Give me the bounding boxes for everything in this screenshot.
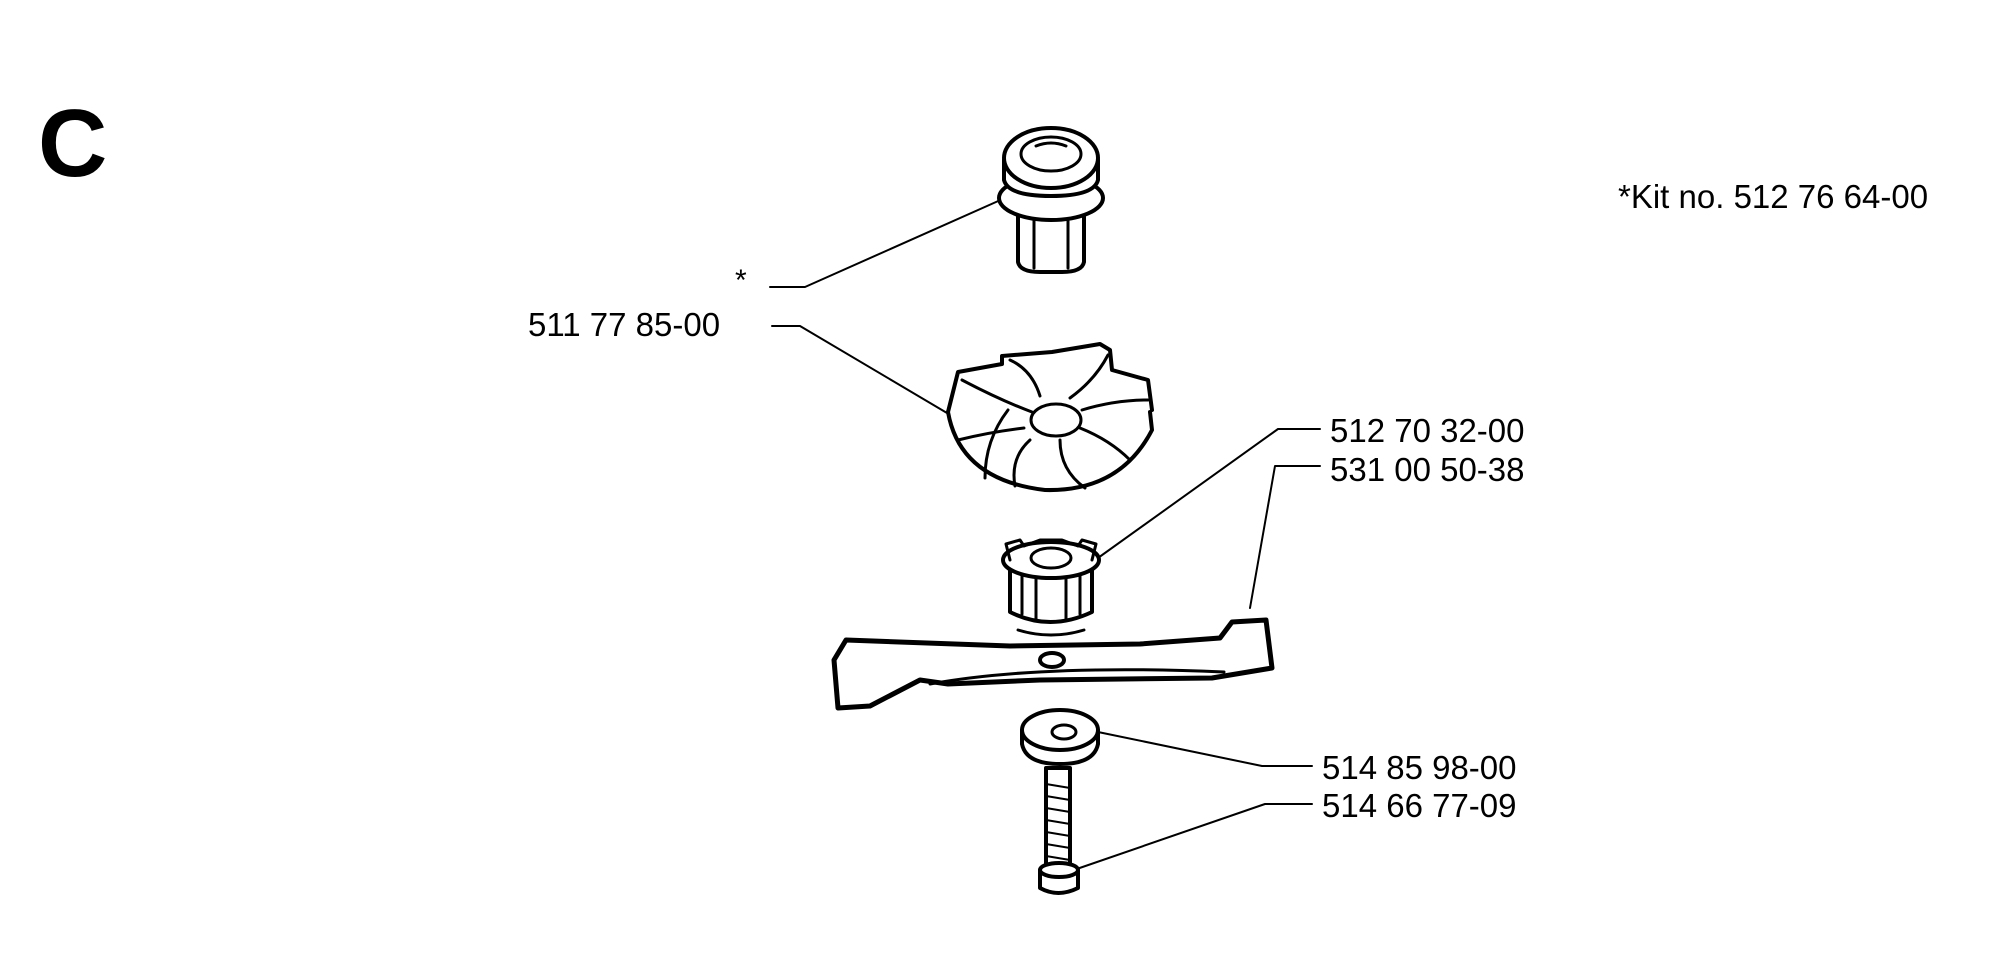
callout-fan-part-number: 511 77 85-00 <box>528 306 721 343</box>
fan-part <box>946 342 1154 493</box>
section-letter: C <box>38 90 108 197</box>
leader-hub <box>1083 428 1321 569</box>
callout-bolt-part-number: 514 66 77-09 <box>1322 787 1517 824</box>
blade-part <box>831 617 1275 711</box>
leader-washer <box>1097 731 1313 767</box>
leader-fan <box>771 325 948 414</box>
hub-part <box>1001 538 1101 637</box>
callout-kit-marker: * <box>735 264 747 297</box>
adapter-part <box>997 126 1105 274</box>
bolt-part <box>1038 766 1080 895</box>
callout-hub-part-number: 512 70 32-00 <box>1330 412 1525 449</box>
callout-blade-part-number: 531 00 50-38 <box>1330 451 1525 488</box>
leader-blade <box>1249 465 1321 609</box>
callout-washer-part-number: 514 85 98-00 <box>1322 749 1517 786</box>
washer-part <box>1020 708 1100 766</box>
leader-star <box>769 197 1006 288</box>
kit-number-note: *Kit no. 512 76 64-00 <box>1618 178 1929 215</box>
leader-bolt <box>1067 803 1313 873</box>
leader-lines <box>769 197 1321 873</box>
